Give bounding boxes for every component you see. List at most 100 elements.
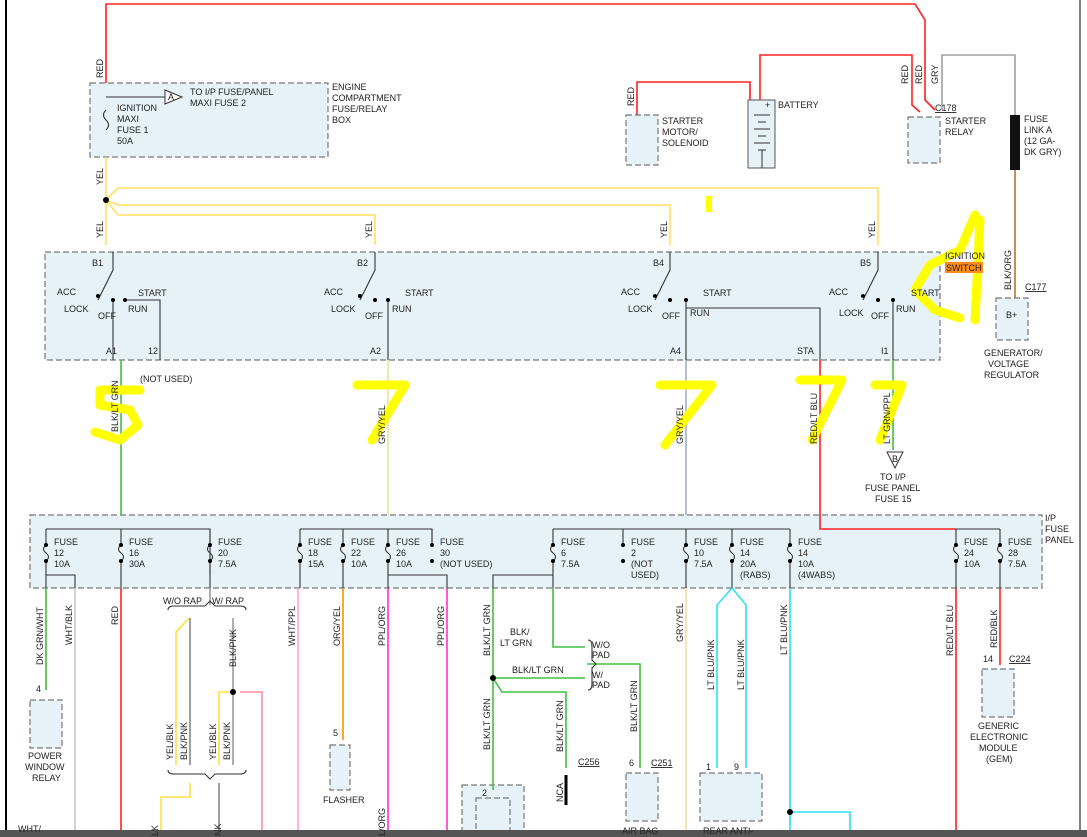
wire-gry (941, 54, 1016, 115)
fuse-extra-label: (4WABS) (798, 570, 835, 580)
svg-text:GENERATOR/: GENERATOR/ (984, 348, 1043, 358)
fuse-num-label: 28 (1008, 548, 1018, 558)
svg-text:W/O: W/O (592, 640, 610, 650)
fuse-rating-label: 10A (396, 559, 412, 569)
svg-text:ACC: ACC (324, 287, 344, 297)
svg-text:50A: 50A (117, 136, 133, 146)
svg-text:I1: I1 (881, 346, 889, 356)
svg-text:GRY: GRY (930, 65, 940, 84)
fuse-name-label: FUSE (1008, 537, 1032, 547)
connector-b-icon (886, 451, 904, 470)
fuse-18-icon (296, 529, 304, 588)
svg-text:BLK/LT GRN: BLK/LT GRN (512, 665, 564, 675)
fuse-14-icon (728, 529, 736, 588)
svg-text:RED: RED (110, 605, 120, 625)
fuse-num-label: 16 (129, 548, 139, 558)
svg-text:C251: C251 (651, 758, 673, 768)
generator-box (995, 297, 1029, 341)
svg-text:A: A (168, 92, 174, 102)
svg-text:BLK/ORG: BLK/ORG (1003, 250, 1013, 290)
svg-text:START: START (405, 288, 434, 298)
fuse-num-label: 26 (396, 548, 406, 558)
svg-text:MOTOR/: MOTOR/ (662, 127, 698, 137)
fuse-10-icon (682, 529, 690, 588)
fuse-rating-label: (NOT USED) (440, 559, 492, 569)
svg-text:PPL/ORG: PPL/ORG (377, 606, 387, 646)
svg-text:(NOT USED): (NOT USED) (140, 374, 192, 384)
connector-a-icon (164, 89, 184, 105)
svg-text:GENERIC: GENERIC (978, 721, 1020, 731)
fuse-num-label: 30 (440, 548, 450, 558)
fuse-rating-label: 7.5A (1008, 559, 1027, 569)
fuse-labels: FUSE1210AFUSE1630AFUSE207.5AFUSE1815AFUS… (54, 537, 1032, 580)
wire-lt-blu-pnk-rabs (716, 587, 747, 768)
fuse-rating-label: 7.5A (694, 559, 713, 569)
ip-fuse-panel-box (29, 514, 1043, 589)
fuse-20-icon (206, 529, 214, 588)
fuse-26-icon (384, 529, 392, 588)
svg-text:OFF: OFF (662, 311, 680, 321)
svg-text:A1: A1 (106, 346, 117, 356)
svg-text:(12 GA-: (12 GA- (1024, 136, 1056, 146)
svg-text:BOX: BOX (332, 115, 351, 125)
svg-text:YEL: YEL (364, 221, 374, 238)
svg-text:PANEL: PANEL (1045, 535, 1074, 545)
svg-text:LOCK: LOCK (331, 304, 356, 314)
svg-text:LINK A: LINK A (1024, 125, 1052, 135)
fuse-icons (42, 529, 1004, 588)
fuse-22-icon (339, 529, 347, 588)
svg-text:OFF: OFF (871, 311, 889, 321)
svg-text:5: 5 (333, 728, 338, 738)
fuse-6-icon (549, 529, 557, 588)
svg-text:YEL: YEL (95, 168, 105, 185)
svg-text:FUSE 1: FUSE 1 (117, 125, 149, 135)
svg-text:C224: C224 (1009, 654, 1031, 664)
gem-box (981, 668, 1015, 718)
ignition-switch-box (44, 251, 941, 361)
svg-text:BATTERY: BATTERY (778, 100, 819, 110)
svg-text:ELECTRONIC: ELECTRONIC (970, 732, 1029, 742)
svg-text:FUSE 15: FUSE 15 (875, 494, 912, 504)
fuse-rating-label: 10A (798, 559, 814, 569)
svg-text:VOLTAGE: VOLTAGE (988, 359, 1029, 369)
svg-text:RUN: RUN (128, 304, 148, 314)
svg-text:FUSE PANEL: FUSE PANEL (865, 483, 920, 493)
fuse-num-label: 12 (54, 548, 64, 558)
svg-text:(GEM): (GEM) (986, 754, 1013, 764)
svg-text:LOCK: LOCK (628, 304, 653, 314)
svg-text:TO I/P FUSE/PANEL: TO I/P FUSE/PANEL (190, 87, 274, 97)
svg-text:DK GRY): DK GRY) (1024, 147, 1061, 157)
svg-text:2: 2 (482, 788, 487, 798)
svg-text:PAD: PAD (592, 650, 610, 660)
svg-text:RELAY: RELAY (32, 773, 61, 783)
maxi-fuse-icon (102, 109, 110, 131)
svg-text:+: + (765, 100, 770, 110)
svg-text:W/: W/ (592, 670, 603, 680)
svg-text:WHT/: WHT/ (18, 824, 41, 834)
starter-motor-box (625, 114, 659, 166)
svg-text:LT GRN: LT GRN (500, 638, 532, 648)
fuse-12-icon (42, 529, 50, 588)
svg-text:WHT/PPL: WHT/PPL (287, 606, 297, 646)
svg-text:FLASHER: FLASHER (323, 795, 365, 805)
svg-text:FUSE/RELAY: FUSE/RELAY (332, 104, 387, 114)
svg-text:START: START (911, 288, 940, 298)
svg-text:RUN: RUN (392, 304, 412, 314)
svg-text:B5: B5 (860, 258, 871, 268)
svg-text:RUN: RUN (690, 308, 710, 318)
svg-text:4: 4 (36, 684, 41, 694)
svg-text:B1: B1 (92, 258, 103, 268)
svg-text:LT BLU/PNK: LT BLU/PNK (779, 604, 789, 655)
fuse-rating-label: 7.5A (218, 559, 237, 569)
svg-text:BLK/PNK: BLK/PNK (228, 629, 238, 667)
fuse-num-label: 14 (740, 548, 750, 558)
svg-text:BLK/LT GRN: BLK/LT GRN (629, 680, 639, 732)
fuse-14-icon (786, 529, 794, 588)
svg-text:ACC: ACC (621, 287, 641, 297)
svg-text:14: 14 (983, 654, 993, 664)
svg-text:REAR ANTI-: REAR ANTI- (703, 826, 754, 836)
wire-lt-blu-pnk-4wabs (789, 588, 851, 837)
fuse-rating-label: 10A (351, 559, 367, 569)
fuse-name-label: FUSE (308, 537, 332, 547)
